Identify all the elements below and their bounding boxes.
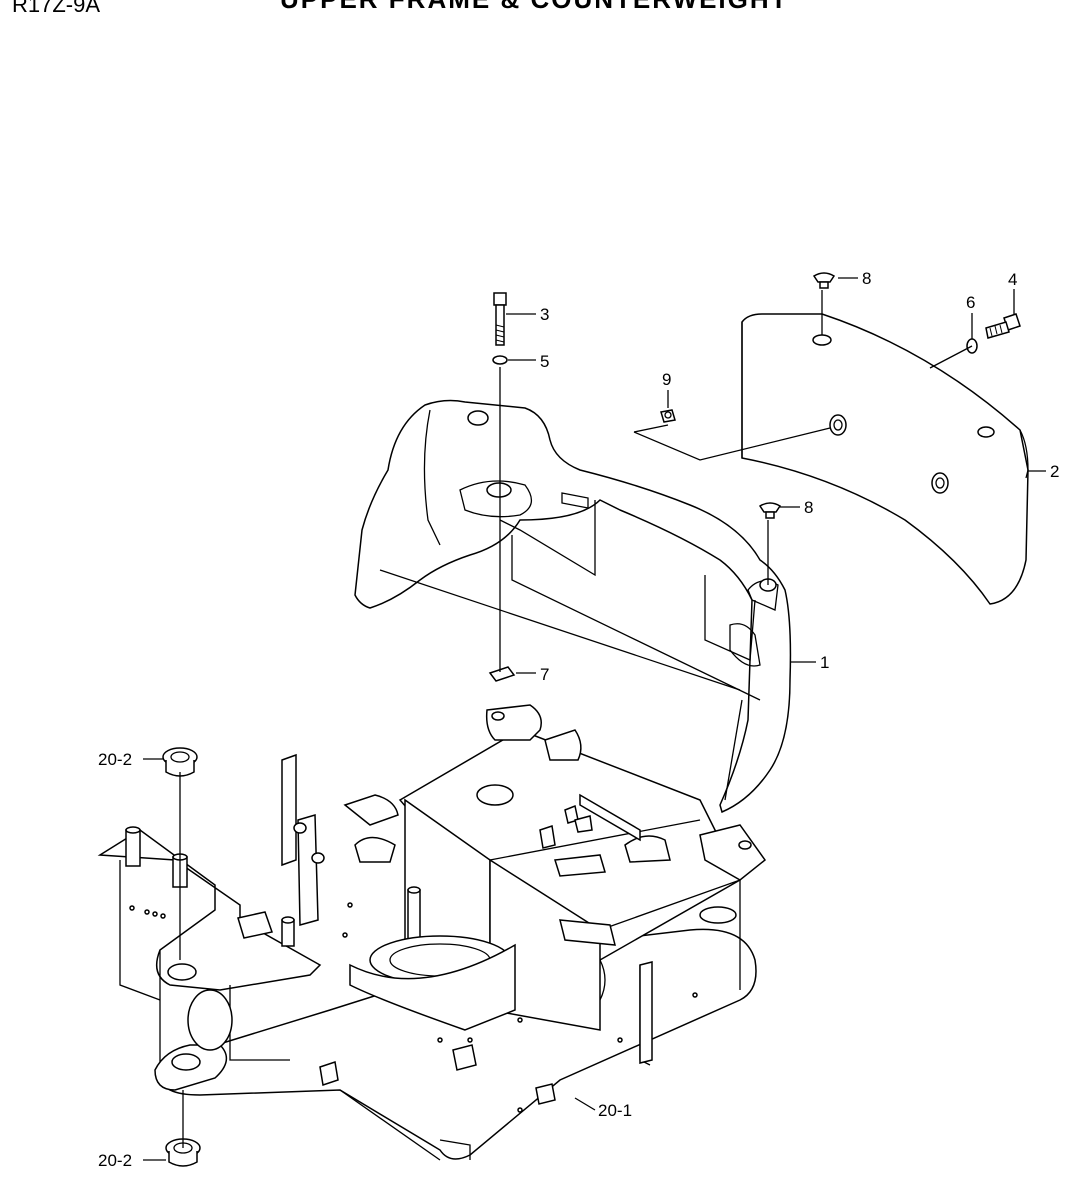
upper-frame [97, 704, 767, 1161]
counterweight [741, 313, 1029, 605]
model-number: R17Z-9A [12, 0, 101, 17]
callout-7: 7 [540, 665, 549, 684]
callout-20-1: 20-1 [598, 1101, 632, 1120]
washer-5 [492, 355, 508, 365]
callout-5: 5 [540, 352, 549, 371]
callout-1: 1 [820, 653, 829, 672]
callout-4: 4 [1008, 270, 1017, 289]
shim-7 [488, 666, 516, 682]
callout-8-top: 8 [862, 269, 871, 288]
bushing-20-2-top [162, 747, 198, 777]
callout-8-side: 8 [804, 498, 813, 517]
callout-20-2-top: 20-2 [98, 750, 132, 769]
callout-2: 2 [1050, 462, 1059, 481]
plug-8-side [758, 502, 782, 519]
page-title: UPPER FRAME & COUNTERWEIGHT [280, 0, 789, 15]
leader-lines [143, 277, 1046, 1161]
plug-8-top [812, 272, 836, 289]
callout-6: 6 [966, 293, 975, 312]
nut-9 [660, 409, 676, 423]
callout-9: 9 [662, 370, 671, 389]
callout-20-2-bottom: 20-2 [98, 1151, 132, 1170]
bolt-4 [985, 313, 1021, 339]
callout-3: 3 [540, 305, 549, 324]
bolt-3 [493, 292, 507, 346]
